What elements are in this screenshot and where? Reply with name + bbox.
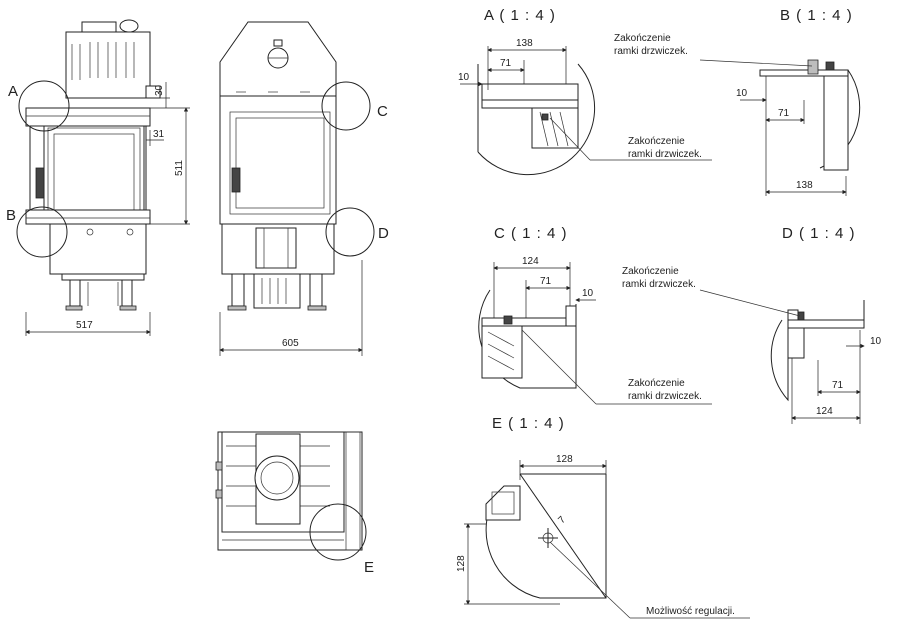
- dim-front-width: 517: [76, 320, 93, 331]
- dim-side-width: 605: [282, 338, 299, 349]
- svg-text:138: 138: [796, 180, 813, 191]
- label-b: B: [6, 207, 16, 224]
- dim-top-offset: 30: [154, 84, 165, 96]
- svg-text:10: 10: [870, 336, 882, 347]
- svg-text:128: 128: [556, 454, 573, 465]
- svg-text:138: 138: [516, 38, 533, 49]
- svg-text:124: 124: [816, 406, 833, 417]
- detail-b: B ( 1 : 4 ) 138 71 10 Zakończenie ramki …: [614, 7, 861, 196]
- detail-c: C ( 1 : 4 ) 124 71 10 Zakończenie ramki …: [478, 225, 712, 405]
- svg-text:10: 10: [582, 288, 594, 299]
- dim-frame-depth: 31: [153, 129, 165, 140]
- detail-e: E ( 1 : 4 ) 128 128 7 Możliwość regulacj…: [456, 415, 750, 619]
- svg-text:71: 71: [540, 276, 552, 287]
- svg-text:71: 71: [832, 380, 844, 391]
- svg-text:128: 128: [456, 555, 467, 572]
- detail-c-title: C ( 1 : 4 ): [494, 225, 568, 242]
- svg-text:Zakończenie: Zakończenie: [628, 136, 685, 147]
- detail-circle-c: [321, 81, 371, 131]
- detail-circle-d: [325, 207, 375, 257]
- detail-a-title: A ( 1 : 4 ): [484, 7, 556, 24]
- svg-text:ramki drzwiczek.: ramki drzwiczek.: [614, 46, 688, 57]
- svg-text:ramki drzwiczek.: ramki drzwiczek.: [622, 279, 696, 290]
- dim-height: 511: [174, 160, 185, 176]
- front-view: A B 517 511 30 31: [6, 19, 190, 336]
- detail-e-title: E ( 1 : 4 ): [492, 415, 565, 432]
- svg-text:71: 71: [778, 108, 790, 119]
- detail-circle-b: [16, 206, 68, 258]
- svg-text:Zakończenie: Zakończenie: [614, 33, 671, 44]
- label-c: C: [377, 103, 388, 120]
- side-view: C D 605: [219, 21, 389, 356]
- svg-text:10: 10: [458, 72, 470, 83]
- svg-text:7: 7: [556, 514, 568, 526]
- svg-text:Możliwość regulacji.: Możliwość regulacji.: [646, 606, 735, 617]
- svg-text:124: 124: [522, 256, 539, 267]
- detail-circle-a: [18, 80, 70, 132]
- svg-text:10: 10: [736, 88, 748, 99]
- label-a: A: [8, 83, 18, 100]
- detail-d-title: D ( 1 : 4 ): [782, 225, 856, 242]
- top-view: E: [215, 431, 374, 576]
- label-e: E: [364, 559, 374, 576]
- detail-circle-e: [309, 503, 367, 561]
- svg-text:ramki drzwiczek.: ramki drzwiczek.: [628, 149, 702, 160]
- detail-d: D ( 1 : 4 ) 124 71 10 Zakończenie ramki …: [622, 225, 882, 424]
- svg-text:ramki drzwiczek.: ramki drzwiczek.: [628, 391, 702, 402]
- adjustment-cross-icon: [538, 528, 558, 548]
- detail-b-title: B ( 1 : 4 ): [780, 7, 853, 24]
- label-d: D: [378, 225, 389, 242]
- svg-text:Zakończenie: Zakończenie: [628, 378, 685, 389]
- svg-text:Zakończenie: Zakończenie: [622, 266, 679, 277]
- detail-a: A ( 1 : 4 ) 138 71 10 Zakończenie ramki …: [458, 7, 712, 176]
- svg-text:71: 71: [500, 58, 512, 69]
